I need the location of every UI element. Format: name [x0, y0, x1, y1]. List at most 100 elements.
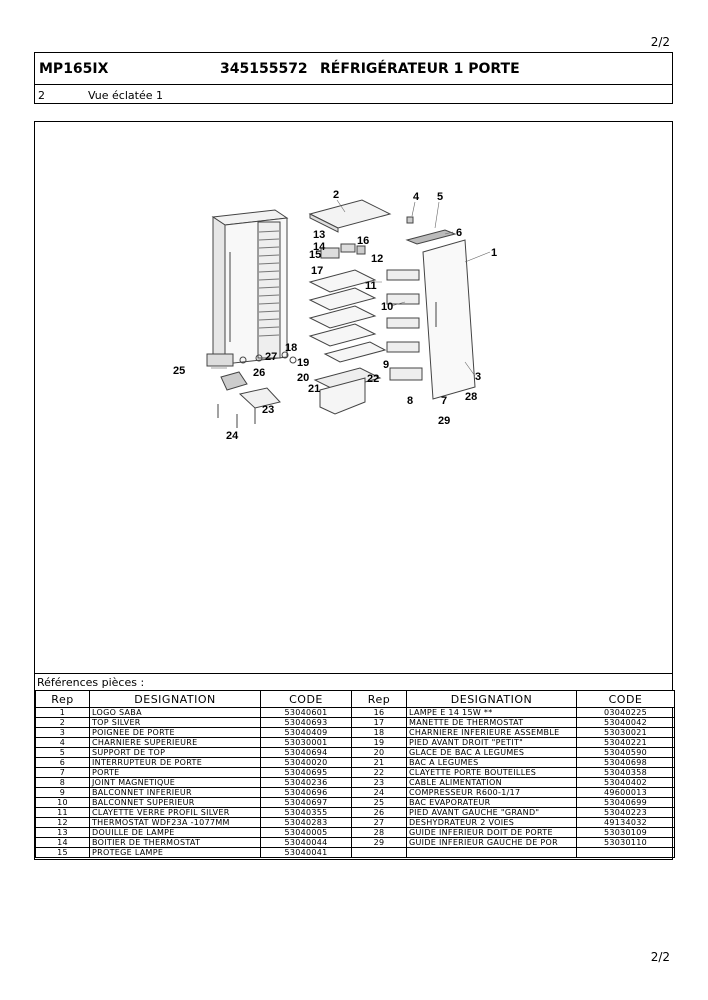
view-subtitle-row: 2 Vue éclatée 1	[35, 86, 672, 104]
part-code: 53040042	[576, 717, 675, 728]
references-label: Références pièces :	[37, 676, 145, 689]
part-rep: 27	[351, 817, 407, 828]
parts-table-header: Rep DESIGNATION CODE Rep DESIGNATION COD…	[35, 690, 675, 708]
part-code: 53040697	[260, 797, 352, 808]
part-rep: 7	[35, 767, 90, 778]
part-designation: BALCONNET INFERIEUR	[89, 787, 261, 798]
callout-22: 22	[367, 373, 379, 385]
part-designation: LOGO SABA	[89, 707, 261, 718]
part-designation: LAMPE E 14 15W **	[406, 707, 577, 718]
part-rep: 10	[35, 797, 90, 808]
part-designation: PROTEGE LAMPE	[89, 847, 261, 858]
callout-1: 1	[491, 247, 497, 259]
part-rep: 11	[35, 807, 90, 818]
part-rep: 28	[351, 827, 407, 838]
part-rep: 17	[351, 717, 407, 728]
callout-7: 7	[441, 395, 447, 407]
part-code: 49134032	[576, 817, 675, 828]
callout-14: 14	[313, 241, 326, 253]
callout-24: 24	[226, 430, 239, 442]
callout-12: 12	[371, 253, 383, 265]
part-designation: BALCONNET SUPERIEUR	[89, 797, 261, 808]
callout-27: 27	[265, 351, 277, 363]
part-designation: PIED AVANT DROIT "PETIT"	[406, 737, 577, 748]
callout-3: 3	[475, 371, 481, 383]
part-rep: 25	[351, 797, 407, 808]
part-code: 03040225	[576, 707, 675, 718]
callout-25: 25	[173, 365, 185, 377]
part-rep: 21	[351, 757, 407, 768]
part-rep: 24	[351, 787, 407, 798]
part-rep	[351, 847, 407, 858]
part-rep: 15	[35, 847, 90, 858]
part-code: 53040409	[260, 727, 352, 738]
part-code: 53040601	[260, 707, 352, 718]
part-code: 53040020	[260, 757, 352, 768]
part-designation: INTERRUPTEUR DE PORTE	[89, 757, 261, 768]
part-code: 53040693	[260, 717, 352, 728]
part-rep: 20	[351, 747, 407, 758]
callout-18: 18	[285, 342, 297, 354]
part-rep: 18	[351, 727, 407, 738]
callout-17: 17	[311, 265, 323, 277]
callout-15: 15	[309, 249, 321, 261]
part-rep: 23	[351, 777, 407, 788]
exploded-view-drawing: 2 4 5 6 1 13 16 14 15 12 17 11 10 18 27 …	[173, 189, 497, 442]
part-code: 53040699	[576, 797, 675, 808]
exploded-view-diagram: 2 4 5 6 1 13 16 14 15 12 17 11 10 18 27 …	[34, 121, 673, 674]
part-code: 53040358	[576, 767, 675, 778]
page-number-bottom: 2/2	[650, 950, 670, 964]
part-designation: CABLE ALIMENTATION	[406, 777, 577, 788]
part-rep: 5	[35, 747, 90, 758]
parts-table: Rep DESIGNATION CODE Rep DESIGNATION COD…	[35, 690, 675, 858]
callout-2: 2	[333, 189, 339, 201]
door-drawing	[422, 239, 476, 400]
part-code: 53040041	[260, 847, 352, 858]
part-code: 53040005	[260, 827, 352, 838]
part-rep: 16	[351, 707, 407, 718]
part-rep: 3	[35, 727, 90, 738]
view-label: Vue éclatée 1	[88, 89, 163, 102]
part-designation: JOINT MAGNETIQUE	[89, 777, 261, 788]
callout-19: 19	[297, 357, 309, 369]
callout-11: 11	[365, 280, 377, 292]
part-code: 53030109	[576, 827, 675, 838]
parts-references: Références pièces : Rep DESIGNATION CODE…	[34, 674, 675, 860]
part-designation: PORTE	[89, 767, 261, 778]
part-designation: BAC EVAPORATEUR	[406, 797, 577, 808]
part-code: 53040402	[576, 777, 675, 788]
callout-10: 10	[381, 301, 393, 313]
part-code	[576, 847, 675, 858]
document-header: MP165IX 345155572 RÉFRIGÉRATEUR 1 PORTE …	[34, 52, 673, 104]
part-designation: PIED AVANT GAUCHE "GRAND"	[406, 807, 577, 818]
cabinet-drawing	[211, 209, 289, 365]
part-code: 53040236	[260, 777, 352, 788]
part-designation: GUIDE INFERIEUR GAUCHE DE POR	[406, 837, 577, 848]
part-code: 49600013	[576, 787, 675, 798]
model-name: MP165IX	[39, 61, 109, 77]
part-code: 53040698	[576, 757, 675, 768]
part-code: 53030021	[576, 727, 675, 738]
callout-26: 26	[253, 367, 265, 379]
callout-21: 21	[308, 383, 320, 395]
code-header: CODE	[576, 690, 675, 708]
part-code: 53040223	[576, 807, 675, 818]
part-designation: GUIDE INFERIEUR DOIT DE PORTE	[406, 827, 577, 838]
part-designation: POIGNEE DE PORTE	[89, 727, 261, 738]
part-rep: 1	[35, 707, 90, 718]
part-designation: DOUILLE DE LAMPE	[89, 827, 261, 838]
